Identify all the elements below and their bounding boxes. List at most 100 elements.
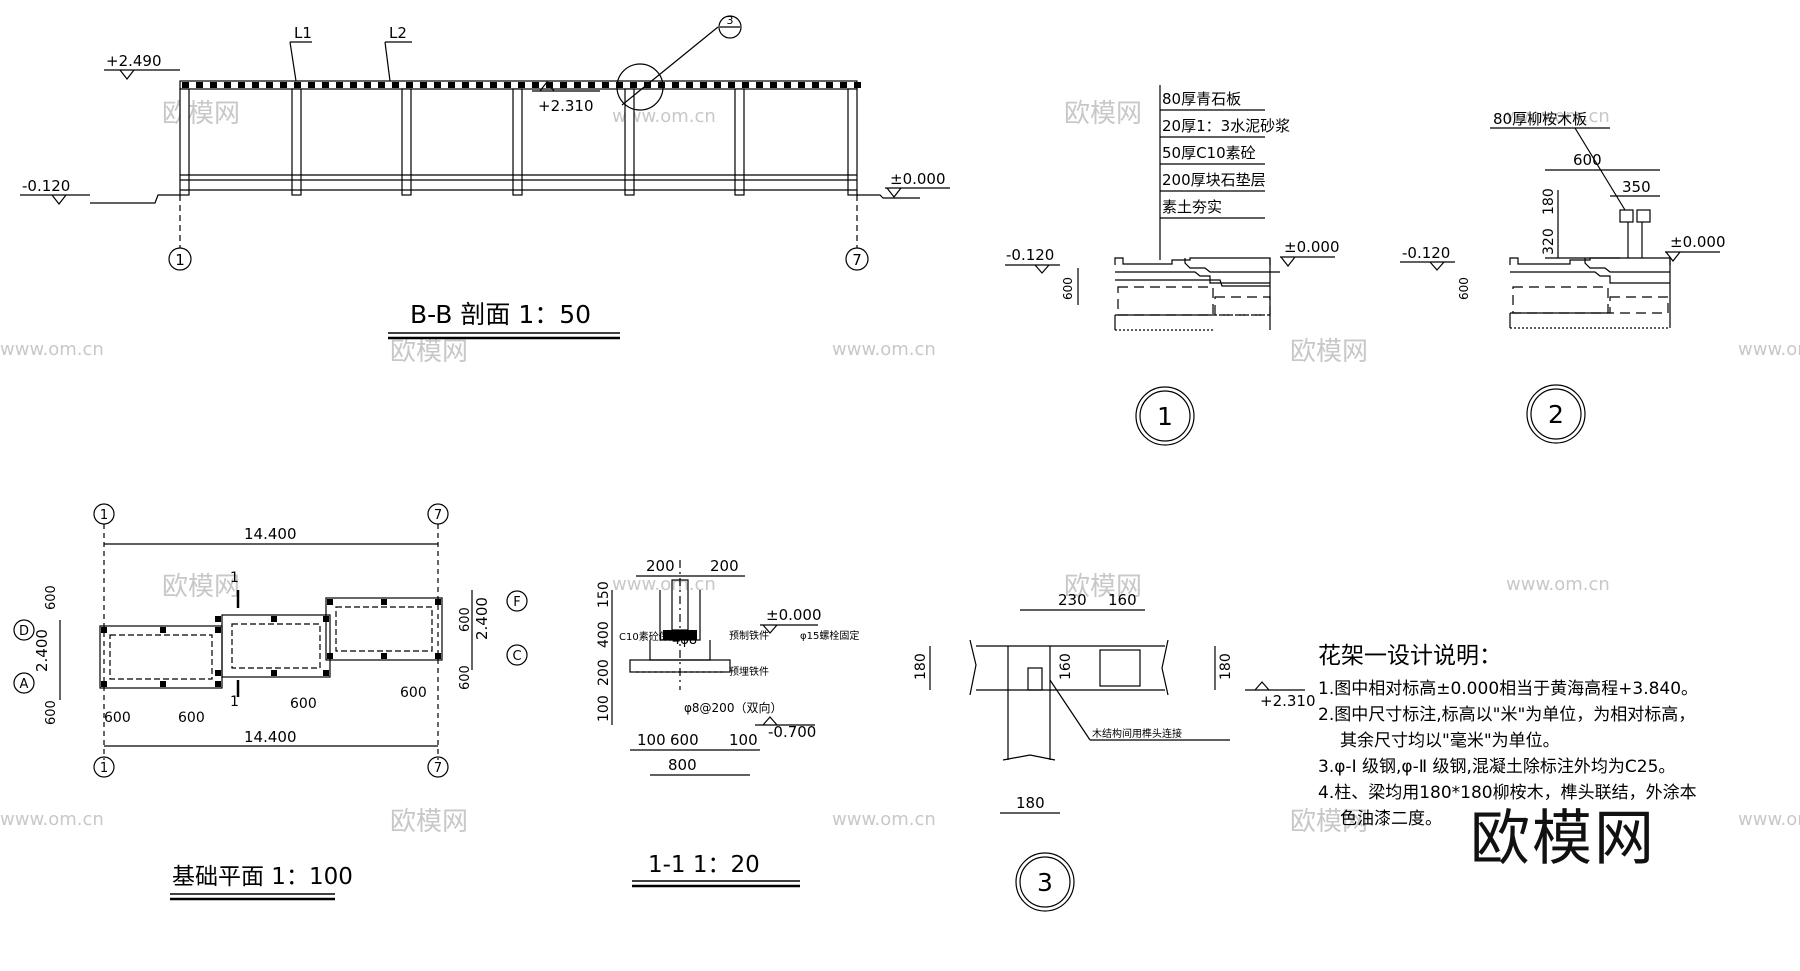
column xyxy=(401,88,412,196)
joist-block xyxy=(770,82,777,88)
column-footing xyxy=(381,599,387,605)
watermark-layer: 欧模网 www.om.cn 欧模网 www.om.cn www.om.cn 欧模… xyxy=(0,99,1800,837)
break-mark xyxy=(1161,639,1169,696)
joist-block xyxy=(434,82,441,88)
section-cut-mark: 1 xyxy=(230,694,239,710)
column-footing xyxy=(101,681,107,687)
joist-block xyxy=(322,82,329,88)
joist-block xyxy=(700,82,707,88)
detail-tag-outer xyxy=(1526,384,1586,444)
dim-label: 600 xyxy=(104,710,131,726)
layer-label: 20厚1：3水泥砂浆 xyxy=(1162,117,1290,135)
column xyxy=(179,88,190,196)
note-label: 预埋铁件 xyxy=(729,665,769,678)
layer-label: 80厚青石板 xyxy=(1162,90,1241,108)
ground-line-right xyxy=(857,194,920,199)
dim-label: 350 xyxy=(1622,178,1651,196)
joist-block xyxy=(672,82,679,88)
detail-callout-circle xyxy=(616,63,664,111)
axis-bubble xyxy=(427,756,449,778)
elev-bot: -0.700 xyxy=(768,723,816,741)
detail-tag-outer xyxy=(1015,852,1075,912)
axis-bubble xyxy=(13,672,35,694)
callout-leader xyxy=(621,26,719,106)
detail-1: 80厚青石板 20厚1：3水泥砂浆 50厚C10素砼 200厚块石垫层 素土夯实… xyxy=(1005,85,1340,446)
column-footing xyxy=(215,681,221,687)
joist-block xyxy=(406,82,413,88)
dim-label: 180 xyxy=(913,653,929,680)
dim-label: 600 xyxy=(44,700,59,725)
axis-label: C xyxy=(512,649,521,664)
dim-label: 320 xyxy=(1541,228,1557,255)
column-footing xyxy=(323,670,329,676)
ground-step xyxy=(1114,257,1271,265)
column-footings xyxy=(101,599,441,687)
note-label: C10素砼保护层 xyxy=(619,630,689,643)
elev-mark xyxy=(51,194,67,205)
dim-label: 600 xyxy=(670,731,699,749)
watermark-url: www.om.cn xyxy=(0,339,104,360)
columns xyxy=(179,88,858,196)
joist-block xyxy=(350,82,357,88)
detail-tag: 2 xyxy=(1548,400,1564,429)
roof-joists xyxy=(182,82,861,88)
joist-block xyxy=(308,82,315,88)
dim-label: 160 xyxy=(1108,591,1137,609)
detail-tag-outer xyxy=(1135,386,1195,446)
elev-right: ±0.000 xyxy=(1284,238,1340,256)
post-cap xyxy=(1636,209,1651,223)
watermark-url: www.om.cn xyxy=(0,809,104,830)
dim-label: 180 xyxy=(1541,188,1557,215)
joist-block xyxy=(630,82,637,88)
joist-block xyxy=(294,82,301,88)
watermark-url: www.om.cn xyxy=(612,574,716,595)
axis-bubble xyxy=(13,619,35,641)
joist-block xyxy=(210,82,217,88)
detail-tag-inner xyxy=(1530,388,1582,440)
footing-title: 1-1 1：20 xyxy=(648,852,760,878)
elev: +2.310 xyxy=(1260,692,1316,710)
elev-left: -0.120 xyxy=(1006,246,1054,264)
joist-block xyxy=(714,82,721,88)
footing-strip xyxy=(325,597,443,661)
dim-label: 200 xyxy=(710,557,739,575)
layer-label: 200厚块石垫层 xyxy=(1162,171,1266,189)
joist-block xyxy=(742,82,749,88)
leader-line xyxy=(384,41,391,82)
stone-cushion xyxy=(1117,286,1214,316)
brand-logo: 欧模网 xyxy=(1470,804,1656,874)
dim-label: 100 xyxy=(729,731,758,749)
axis-label: F xyxy=(513,595,520,610)
tenon xyxy=(1027,667,1043,691)
elev-mark xyxy=(119,69,135,80)
dim-label: 400 xyxy=(596,621,612,648)
joist-block xyxy=(378,82,385,88)
joist-block xyxy=(532,82,539,88)
break-mark xyxy=(969,639,977,696)
dim-total: 14.400 xyxy=(244,728,297,746)
notes-title: 花架一设计说明： xyxy=(1318,643,1502,669)
column-footing xyxy=(327,599,333,605)
joist-block xyxy=(840,82,847,88)
elev-left: -0.120 xyxy=(22,177,70,195)
watermark-url: www.om.cn xyxy=(832,339,936,360)
watermark-text: 欧模网 xyxy=(390,337,468,367)
joist-block xyxy=(798,82,805,88)
joist-block xyxy=(812,82,819,88)
dim-label: 600 xyxy=(1061,277,1075,300)
dim-label: 2.400 xyxy=(473,597,491,640)
column-footing xyxy=(435,599,441,605)
note-line: 4.柱、梁均用180*180柳桉木，榫头联结，外涂本 xyxy=(1318,783,1697,803)
column xyxy=(734,88,745,196)
joist-block xyxy=(574,82,581,88)
axis-bubble xyxy=(506,644,528,666)
elev-left: -0.120 xyxy=(1402,244,1450,262)
dim-total: 14.400 xyxy=(244,525,297,543)
watermark-url: www.om.cn xyxy=(1506,574,1610,595)
dim-label: 600 xyxy=(1573,151,1602,169)
axis-label: 7 xyxy=(434,761,442,776)
joist-block xyxy=(658,82,665,88)
axis-label: 7 xyxy=(852,251,862,269)
joist-block xyxy=(504,82,511,88)
note-label: φ8@200（双向） xyxy=(684,700,782,715)
